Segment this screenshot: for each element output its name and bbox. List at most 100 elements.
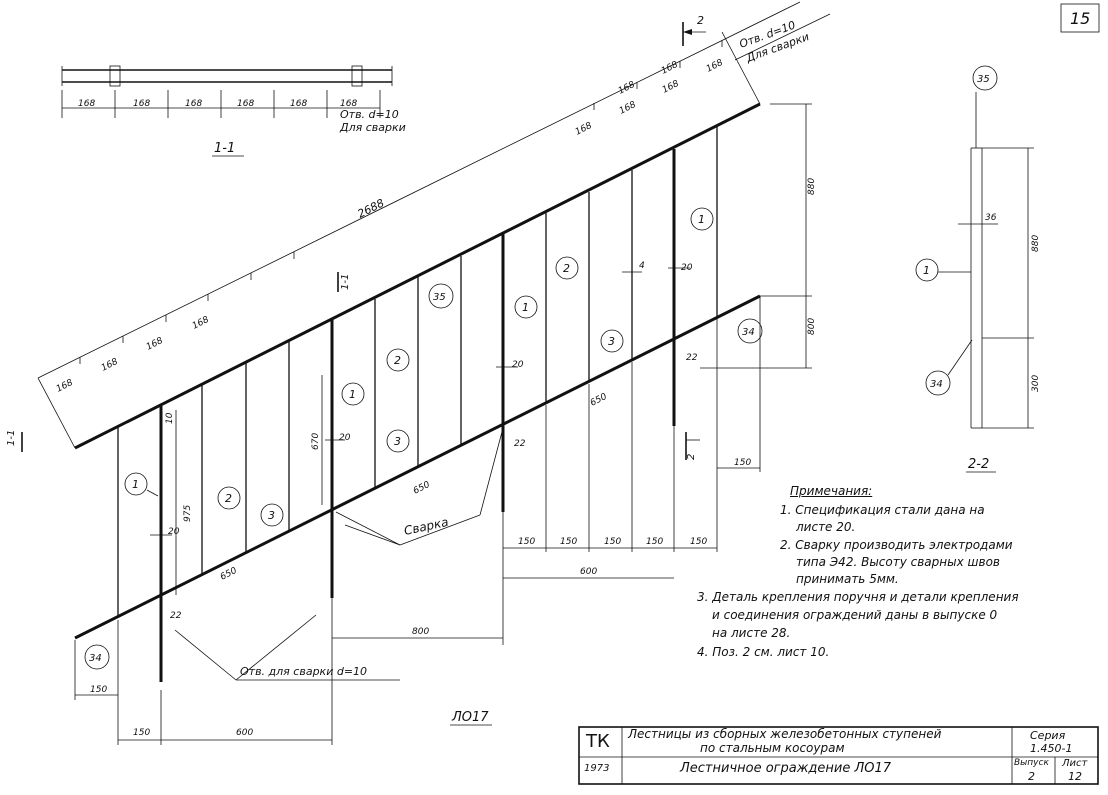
mark-2-bottom: 2: [686, 454, 697, 460]
right-dim-150: 150: [734, 458, 751, 468]
slope-dim: 168: [618, 100, 638, 117]
section-2-title: 2-2: [968, 457, 989, 472]
slope-dim: 168: [705, 58, 725, 75]
bottom-dim-150-b: 150: [133, 728, 150, 738]
slope-dim: 168: [100, 357, 120, 374]
slope-dim: 168: [191, 315, 211, 332]
title-line-2: по стальным косоурам: [700, 741, 845, 755]
title-block: [578, 726, 1099, 785]
railing-elevation: 168 168 168 168 168 168 168 168 168 168 …: [6, 1, 817, 745]
section-1-hole-note-2: Для сварки: [339, 121, 406, 134]
right-dim: 150: [646, 537, 663, 547]
sheet-number: 15: [1070, 9, 1090, 28]
callout-1: 1: [522, 301, 529, 314]
callout-2: 2: [225, 492, 232, 505]
dim-650: 650: [219, 566, 239, 583]
callouts: 1 1 1 1 2 2 2 3 3 3 34 34 35: [84, 207, 763, 670]
section-1-dim: 168: [133, 99, 150, 109]
s2-callout-34: 34: [930, 379, 943, 390]
callout-3: 3: [608, 335, 615, 348]
note-line: 3. Деталь крепления поручня и детали кре…: [697, 590, 1019, 604]
right-dim: 150: [604, 537, 621, 547]
callout-34: 34: [89, 653, 102, 664]
dim-670: 670: [311, 433, 321, 450]
bottom-dim-150: 150: [90, 685, 107, 695]
slope-dim: 168: [617, 80, 637, 97]
sheet-number-box: [1060, 3, 1100, 33]
note-line: 1. Спецификация стали дана на: [780, 503, 985, 517]
note-line: 4. Поз. 2 см. лист 10.: [697, 645, 830, 659]
dim-975: 975: [183, 505, 193, 522]
section-1-dim: 168: [290, 99, 307, 109]
title-issue-label: Выпуск: [1014, 758, 1049, 768]
right-dim-600: 600: [580, 567, 597, 577]
section-1-dim: 168: [237, 99, 254, 109]
section-1-title: 1-1: [214, 141, 235, 156]
right-dim: 150: [690, 537, 707, 547]
dim-20: 20: [168, 527, 180, 537]
section-1-dim: 168: [78, 99, 95, 109]
mark-1-1-left: 1-1: [6, 430, 17, 446]
dim-22: 22: [514, 439, 526, 449]
dim-20: 20: [681, 263, 693, 273]
svarka-label: Сварка: [403, 515, 450, 538]
overall-length: 2688: [355, 196, 386, 220]
callout-2: 2: [394, 354, 401, 367]
drawing-code: ЛО17: [451, 710, 489, 725]
title-issue-value: 2: [1028, 770, 1035, 783]
callout-2: 2: [563, 262, 570, 275]
section-arrow-2-top: 2: [682, 14, 706, 46]
s2-dim-300: 300: [1031, 375, 1041, 392]
title-sheet-label: Лист: [1062, 758, 1088, 769]
note-line: на листе 28.: [712, 626, 791, 640]
s2-callout-35: 35: [977, 74, 990, 85]
callout-1: 1: [698, 213, 705, 226]
handrail: [74, 102, 761, 450]
section-1-dim: 168: [340, 99, 357, 109]
section-1-1: 168 168 168 168 168 168 Отв. d=10 Для св…: [61, 65, 406, 157]
s2-dim-36: 36: [985, 213, 997, 223]
callout-34: 34: [742, 327, 755, 338]
dim-22: 22: [686, 353, 698, 363]
callout-3: 3: [394, 435, 401, 448]
section-1-hole-note: Отв. d=10: [340, 108, 399, 121]
callout-35: 35: [433, 292, 446, 303]
height-800: 800: [807, 318, 817, 335]
notes-heading: Примечания:: [790, 484, 873, 498]
posts: [159, 149, 676, 682]
section-2-2: 35 36 1 880 300 34 2-2: [915, 65, 1041, 473]
dim-22: 22: [170, 611, 182, 621]
bottom-hole-note: Отв. для сварки d=10: [240, 665, 367, 678]
note-line: и соединения ограждений даны в выпуске 0: [712, 608, 998, 622]
slope-dim: 168: [661, 79, 681, 96]
dim-20: 20: [339, 433, 351, 443]
title-year: 1973: [584, 763, 610, 774]
slope-dim: 168: [55, 378, 75, 395]
note-line: 2. Сварку производить электродами: [780, 538, 1013, 552]
slope-dim: 168: [145, 336, 165, 353]
dim-4: 4: [639, 261, 645, 271]
top-arrow-label: 2: [697, 14, 704, 27]
note-line: листе 20.: [796, 520, 856, 534]
s2-dim-880: 880: [1031, 235, 1041, 252]
height-880: 880: [807, 178, 817, 195]
note-line: принимать 5мм.: [796, 572, 899, 586]
section-1-dim: 168: [185, 99, 202, 109]
callout-1: 1: [349, 388, 356, 401]
right-dim: 150: [560, 537, 577, 547]
dim-650: 650: [589, 392, 609, 409]
dim-20: 20: [512, 360, 524, 370]
callout-3: 3: [268, 509, 275, 522]
mark-1-1-mid: 1-1: [340, 274, 351, 290]
slope-dim: 168: [574, 121, 594, 138]
title-sheet-title: Лестничное ограждение ЛО17: [680, 761, 892, 776]
title-series-label: Серия: [1030, 729, 1066, 742]
bottom-dim-600: 600: [236, 728, 253, 738]
title-series-value: 1.450-1: [1030, 742, 1073, 755]
title-line-1: Лестницы из сборных железобетонных ступе…: [628, 727, 942, 741]
title-sheet-value: 12: [1068, 770, 1082, 783]
dim-10: 10: [165, 412, 175, 424]
callout-1: 1: [132, 478, 139, 491]
balusters: [117, 127, 718, 617]
